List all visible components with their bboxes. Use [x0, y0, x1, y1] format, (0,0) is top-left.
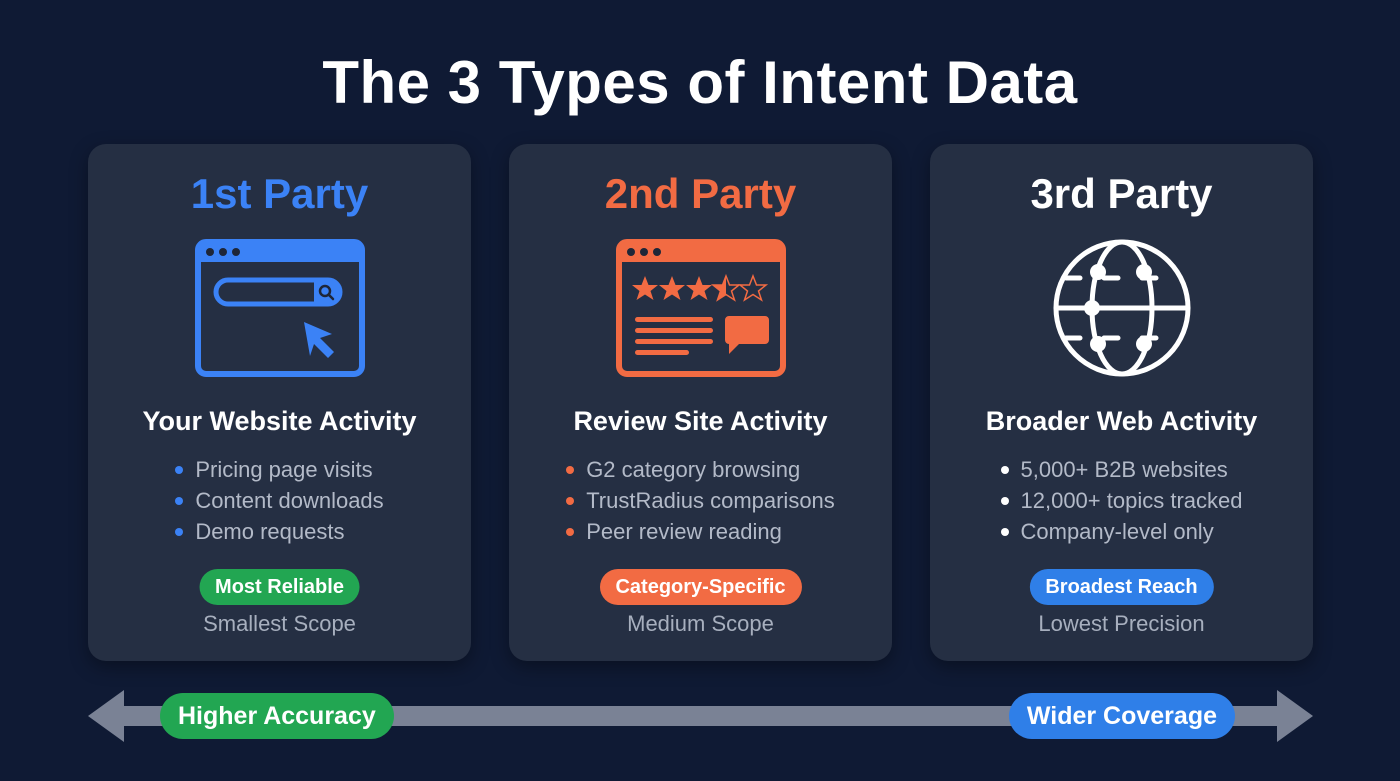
bullet-dot-icon	[175, 465, 184, 474]
list-item: 12,000+ topics tracked	[1000, 485, 1242, 516]
list-item: Company-level only	[1000, 516, 1243, 547]
bullet-dot-icon	[1000, 465, 1009, 474]
list-item: TrustRadius comparisons	[566, 485, 835, 516]
bullet-dot-icon	[566, 496, 575, 505]
category-badge: Category-Specific	[599, 569, 802, 605]
list-item: 5,000+ B2B websites	[1000, 454, 1243, 485]
double-arrow-icon	[88, 690, 1313, 742]
scope-label: Smallest Scope	[203, 611, 356, 636]
reach-badge: Broadest Reach	[1029, 569, 1214, 605]
browser-review-stars-icon	[615, 238, 787, 378]
card-subtitle: Your Website Activity	[142, 406, 417, 436]
page-title: The 3 Types of Intent Data	[322, 49, 1078, 116]
list-item: Demo requests	[175, 516, 383, 547]
card-third-party: 3rd Party Broader Web Activity 5,000+ B2…	[930, 144, 1313, 661]
accuracy-coverage-axis: Higher Accuracy Wider Coverage	[88, 688, 1313, 744]
card-title: 3rd Party	[1030, 170, 1213, 217]
card-subtitle: Review Site Activity	[573, 406, 828, 436]
reliability-badge: Most Reliable	[199, 569, 360, 605]
card-subtitle: Broader Web Activity	[985, 406, 1258, 436]
scope-label: Lowest Precision	[1038, 611, 1205, 636]
card-second-party: 2nd Party Review Site Activity G2	[509, 144, 892, 661]
bullet-dot-icon	[1000, 527, 1009, 536]
wider-coverage-label: Wider Coverage	[1008, 693, 1235, 739]
globe-network-icon	[1036, 238, 1208, 378]
scope-label: Medium Scope	[627, 611, 774, 636]
bullet-list: 5,000+ B2B websites 12,000+ topics track…	[930, 454, 1313, 547]
list-item: Peer review reading	[566, 516, 835, 547]
bullet-dot-icon	[566, 527, 575, 536]
bullet-dot-icon	[1000, 496, 1009, 505]
list-item: G2 category browsing	[566, 454, 835, 485]
list-item: Content downloads	[175, 485, 384, 516]
bullet-dot-icon	[175, 496, 184, 505]
bullet-dot-icon	[175, 527, 184, 536]
card-title: 1st Party	[190, 170, 369, 217]
card-first-party: 1st Party Your Website Activity Pricing …	[88, 144, 471, 661]
list-item: Pricing page visits	[175, 454, 383, 485]
browser-search-cursor-icon	[194, 238, 366, 378]
bullet-dot-icon	[566, 465, 575, 474]
bullet-list: G2 category browsing TrustRadius compari…	[509, 454, 892, 547]
higher-accuracy-label: Higher Accuracy	[160, 693, 394, 739]
bullet-list: Pricing page visits Content downloads De…	[88, 454, 471, 547]
card-title: 2nd Party	[604, 170, 797, 217]
